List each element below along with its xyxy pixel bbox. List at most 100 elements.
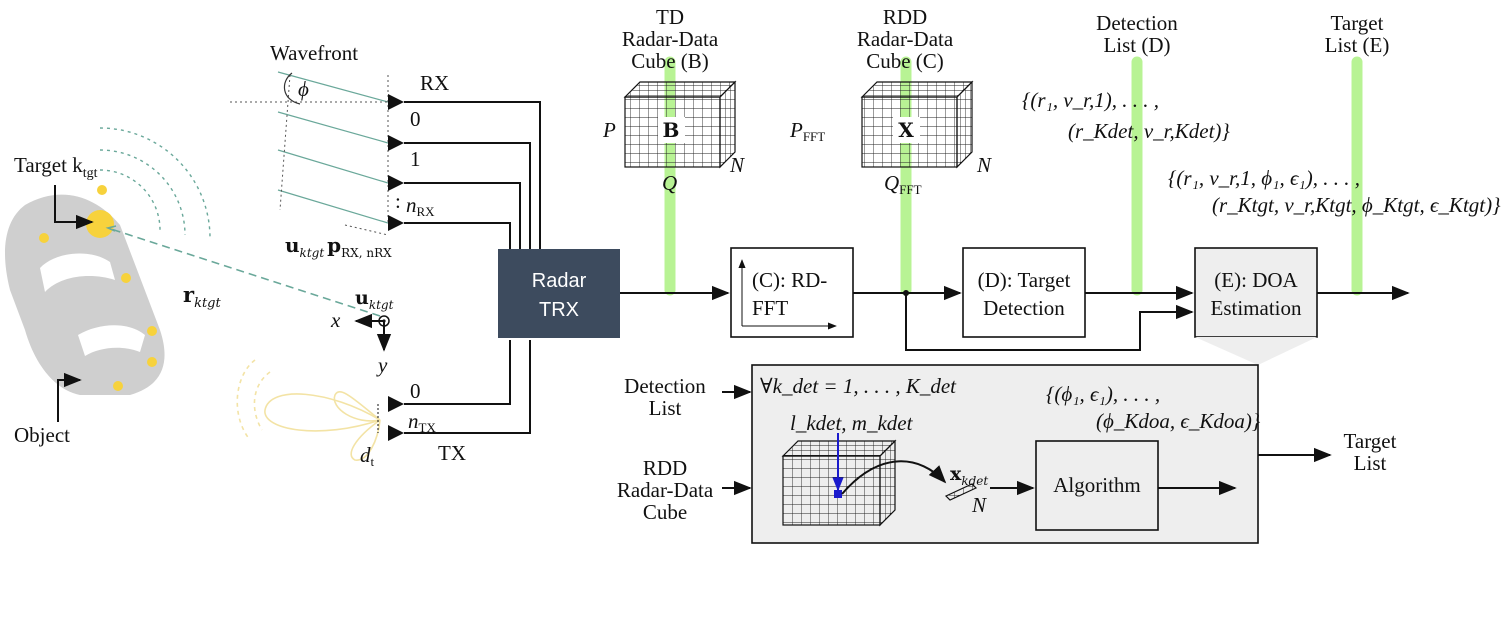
- car-silhouette: [5, 194, 165, 395]
- processing-chain: (C): RD- FFT (D): Target Detection (E): …: [620, 247, 1410, 351]
- cube-c-symbol: X: [898, 118, 914, 142]
- block-doa-label-1: (E): DOA: [1214, 268, 1298, 292]
- detail-cube: [782, 455, 881, 526]
- rx-index-0: 0: [410, 107, 421, 131]
- cube-b-title-1: TD: [656, 5, 684, 29]
- tx-antenna-n: [388, 425, 404, 441]
- detection-formula-1: {(r₁, v_r,1), . . . ,: [1022, 88, 1159, 112]
- tx-beam-pattern: [236, 359, 381, 461]
- rx-antenna-n: [388, 215, 404, 231]
- rx-antenna-0: [388, 94, 404, 110]
- block-target-detection: [962, 247, 1086, 338]
- rx-label: RX: [420, 71, 449, 95]
- radar-trx-block: Radar TRX: [498, 249, 620, 338]
- output-target-2: List: [1354, 451, 1387, 475]
- target-object-scene: Target ktgt Object rktgt: [5, 127, 381, 447]
- range-vector: [107, 227, 381, 317]
- car-window-front: [40, 253, 115, 292]
- extracted-vector: [944, 483, 978, 501]
- cube-c-p: PFFT: [789, 118, 825, 144]
- x-axis-label: x: [330, 308, 341, 332]
- cube-b-title-2: Radar-Data: [622, 27, 719, 51]
- radar-label-1: Radar: [532, 270, 587, 292]
- block-target-detection-label-2: Detection: [983, 296, 1065, 320]
- vector-label: xkdet: [950, 463, 988, 488]
- detection-formula-2: (r_Kdet, v_r,Kdet)}: [1068, 119, 1230, 143]
- range-vector-label: rktgt: [183, 282, 222, 311]
- index-label: l_kdet, m_kdet: [790, 411, 914, 435]
- input-cube-3: Cube: [643, 500, 687, 524]
- geometry-guides: [230, 74, 389, 236]
- wavefront-lines: [277, 71, 389, 224]
- tx-index-0: 0: [410, 379, 421, 403]
- range-vector-head: [105, 225, 117, 232]
- rx-dots: :: [395, 189, 401, 213]
- block-rd-fft-label-1: (C): RD-: [752, 268, 827, 292]
- algorithm-box: [1035, 440, 1159, 531]
- cube-c-q: QFFT: [884, 171, 922, 197]
- cube-b: TD Radar-Data Cube (B) B P Q N: [602, 5, 745, 195]
- tx-wires: [404, 340, 531, 434]
- input-detection-2: List: [649, 396, 682, 420]
- block-rd-fft: [730, 247, 854, 338]
- radar-trx-box: [498, 249, 620, 338]
- cube-b-q: Q: [662, 171, 677, 195]
- input-cube-1: RDD: [643, 456, 687, 480]
- tx-antennas: [388, 396, 404, 441]
- detection-list-header-2: List (D): [1103, 33, 1170, 57]
- doa-detail-panel: Detection List RDD Radar-Data Cube ∀k_de…: [617, 364, 1397, 544]
- cube-c-title-3: Cube (C): [866, 49, 944, 73]
- tx-antenna-0: [388, 396, 404, 412]
- cube-c: RDD Radar-Data Cube (C) X PFFT QFFT N: [789, 5, 992, 197]
- car-window-rear: [78, 325, 145, 356]
- selected-cell: [834, 490, 842, 498]
- cube-c-title-1: RDD: [883, 5, 927, 29]
- zoom-connector: [1195, 337, 1317, 365]
- tx-label: TX: [438, 441, 466, 465]
- rx-index-n: nRX: [406, 193, 435, 219]
- cube-c-title-2: Radar-Data: [857, 27, 954, 51]
- target-label: Target ktgt: [14, 153, 98, 181]
- vector-n: N: [971, 493, 987, 517]
- radar-label-2: TRX: [539, 299, 579, 321]
- block-doa-estimation: [1194, 247, 1318, 338]
- rx-antenna-2: [388, 175, 404, 191]
- target-formula-1: {(r₁, v_r,1, ϕ₁, ϵ₁), . . . ,: [1168, 166, 1360, 190]
- block-rd-fft-label-2: FFT: [752, 296, 788, 320]
- cube-b-n: N: [729, 153, 745, 177]
- doa-formula-2: (ϕ_Kdoa, ϵ_Kdoa)}: [1096, 409, 1261, 433]
- cube-b-p: P: [602, 118, 616, 142]
- cube-c-n: N: [976, 153, 992, 177]
- doa-formula-1: {(ϕ₁, ϵ₁), . . . ,: [1046, 382, 1160, 406]
- extract-arrow: [841, 460, 947, 495]
- rx-antenna-1: [388, 135, 404, 151]
- target-list-header-2: List (E): [1325, 33, 1390, 57]
- y-axis-label: y: [376, 353, 388, 377]
- phi-label: ϕ: [298, 77, 309, 101]
- block-doa-label-2: Estimation: [1211, 296, 1302, 320]
- rx-index-1: 1: [410, 147, 421, 171]
- output-target-1: Target: [1344, 429, 1397, 453]
- cube-b-title-3: Cube (B): [631, 49, 709, 73]
- dt-label: dt: [360, 443, 375, 469]
- cube-to-doa: [905, 293, 1194, 351]
- tx-index-n: nTX: [408, 409, 436, 435]
- detection-list-header-1: Detection: [1096, 11, 1178, 35]
- target-formula-2: (r_Ktgt, v_r,Ktgt, ϕ_Ktgt, ϵ_Ktgt)}: [1212, 193, 1501, 217]
- cube-b-symbol: B: [663, 118, 680, 142]
- input-detection-1: Detection: [624, 374, 706, 398]
- wavefront-label: Wavefront: [270, 41, 358, 65]
- rx-antennas: [388, 94, 404, 231]
- object-label: Object: [14, 423, 70, 447]
- input-cube-2: Radar-Data: [617, 478, 714, 502]
- block-target-detection-label-1: (D): Target: [978, 268, 1071, 292]
- angle-arc: [283, 72, 301, 105]
- algorithm-label: Algorithm: [1053, 473, 1141, 497]
- u-axis-label: uktgt: [355, 287, 394, 312]
- target-pointer: [54, 185, 94, 230]
- loop-label: ∀k_det = 1, . . . , K_det: [760, 374, 957, 398]
- target-list-header-1: Target: [1331, 11, 1384, 35]
